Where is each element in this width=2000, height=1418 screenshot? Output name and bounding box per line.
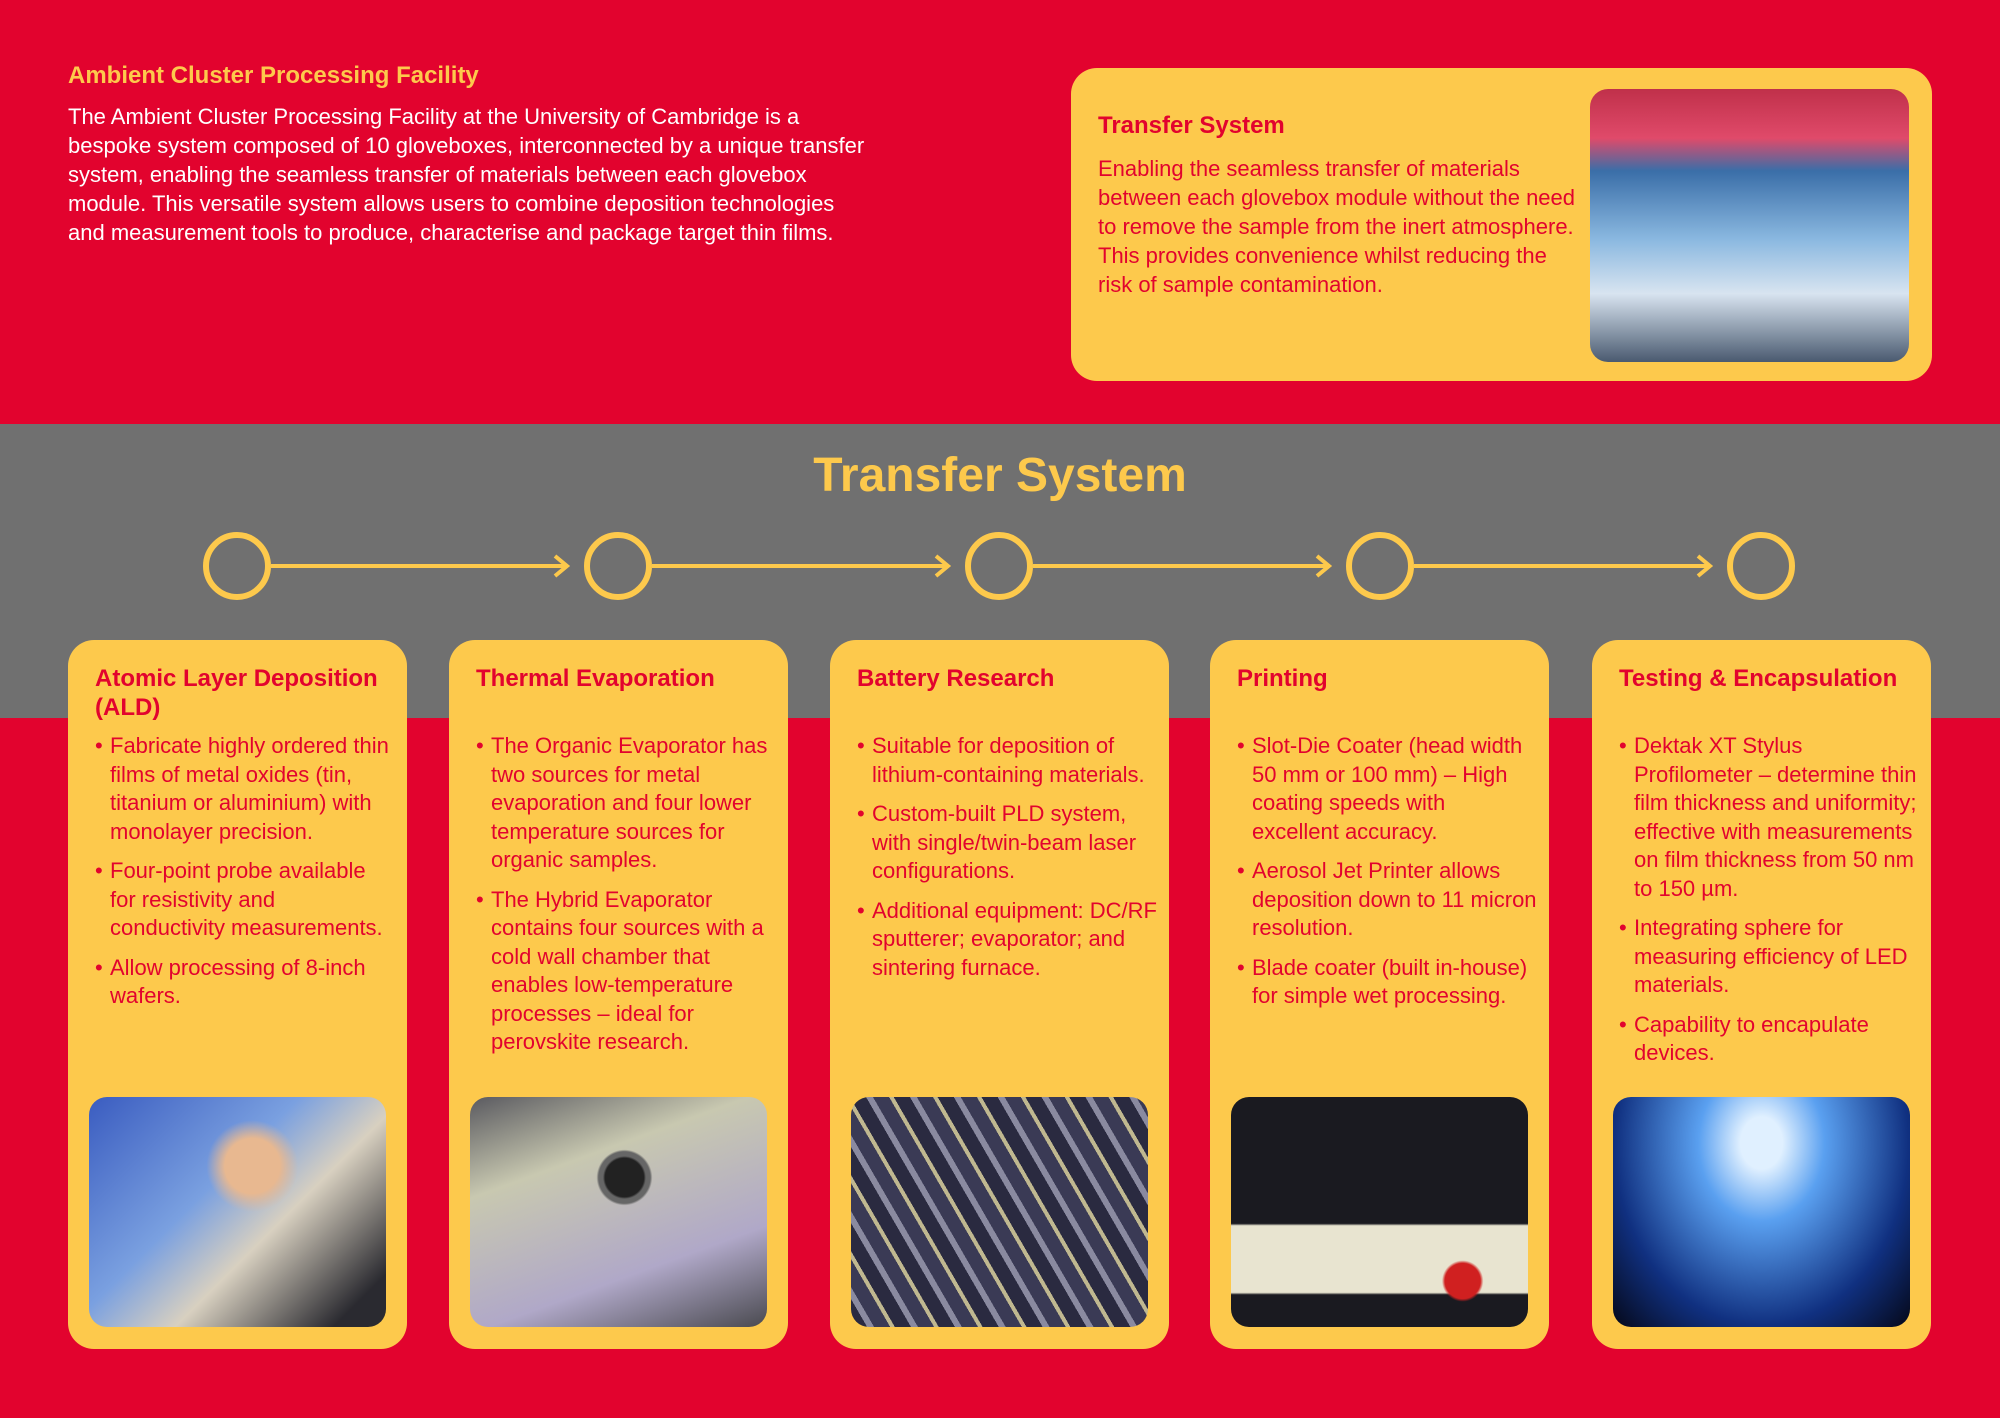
card-bullets: Suitable for deposition of lithium-conta… — [857, 732, 1157, 993]
bullet: Integrating sphere for measuring efficie… — [1619, 914, 1919, 1000]
flow-arrow — [271, 554, 571, 578]
card-title: Testing & Encapsulation — [1619, 665, 1898, 692]
bullet: Aerosol Jet Printer allows deposition do… — [1237, 857, 1537, 943]
bullet: The Organic Evaporator has two sources f… — [476, 732, 776, 875]
flow-arrow — [1414, 554, 1714, 578]
bullet: Custom-built PLD system, with single/twi… — [857, 800, 1157, 886]
evaporator-photo — [470, 1097, 767, 1327]
printer-photo — [1231, 1097, 1528, 1327]
flow-node — [1346, 532, 1414, 600]
card-bullets: Dektak XT Stylus Profilometer – determin… — [1619, 732, 1919, 1079]
card-bullets: Fabricate highly ordered thin films of m… — [95, 732, 395, 1022]
flow-arrow — [1033, 554, 1333, 578]
transfer-system-photo — [1590, 89, 1909, 362]
bullet: Fabricate highly ordered thin films of m… — [95, 732, 395, 846]
bullet: Four-point probe available for resistivi… — [95, 857, 395, 943]
bullet: Blade coater (built in-house) for simple… — [1237, 954, 1537, 1011]
bullet: The Hybrid Evaporator contains four sour… — [476, 886, 776, 1057]
flow-node — [203, 532, 271, 600]
bullet: Suitable for deposition of lithium-conta… — [857, 732, 1157, 789]
intro-body: The Ambient Cluster Processing Facility … — [68, 104, 865, 245]
transfer-system-card: Transfer System Enabling the seamless tr… — [1071, 68, 1932, 381]
bullet: Additional equipment: DC/RF sputterer; e… — [857, 897, 1157, 983]
transfer-card-body: Enabling the seamless transfer of materi… — [1098, 156, 1576, 297]
card-title: Printing — [1237, 665, 1328, 692]
card-testing-encapsulation: Testing & Encapsulation Dektak XT Stylus… — [1592, 640, 1931, 1349]
flow-arrow — [652, 554, 952, 578]
flow-node — [584, 532, 652, 600]
card-battery-research: Battery Research Suitable for deposition… — [830, 640, 1169, 1349]
intro-section: Ambient Cluster Processing Facility The … — [68, 62, 868, 247]
card-bullets: The Organic Evaporator has two sources f… — [476, 732, 776, 1068]
card-title: Thermal Evaporation — [476, 665, 715, 692]
glovebox-corridor-photo — [1613, 1097, 1910, 1327]
flow-node — [965, 532, 1033, 600]
bullet: Capability to encapulate devices. — [1619, 1011, 1919, 1068]
card-ald: Atomic Layer Deposition (ALD) Fabricate … — [68, 640, 407, 1349]
card-title: Battery Research — [857, 665, 1055, 692]
bullet: Slot-Die Coater (head width 50 mm or 100… — [1237, 732, 1537, 846]
battery-photo — [851, 1097, 1148, 1327]
bullet: Dektak XT Stylus Profilometer – determin… — [1619, 732, 1919, 903]
ald-photo — [89, 1097, 386, 1327]
section-title: Transfer System — [813, 449, 1187, 502]
card-title: Atomic Layer Deposition (ALD) — [95, 665, 378, 721]
card-bullets: Slot-Die Coater (head width 50 mm or 100… — [1237, 732, 1537, 1022]
card-thermal-evaporation: Thermal Evaporation The Organic Evaporat… — [449, 640, 788, 1349]
bullet: Allow processing of 8-inch wafers. — [95, 954, 395, 1011]
card-printing: Printing Slot-Die Coater (head width 50 … — [1210, 640, 1549, 1349]
flow-node — [1727, 532, 1795, 600]
intro-title: Ambient Cluster Processing Facility — [68, 62, 479, 89]
transfer-flow-diagram — [203, 532, 1795, 600]
transfer-card-title: Transfer System — [1098, 112, 1285, 139]
